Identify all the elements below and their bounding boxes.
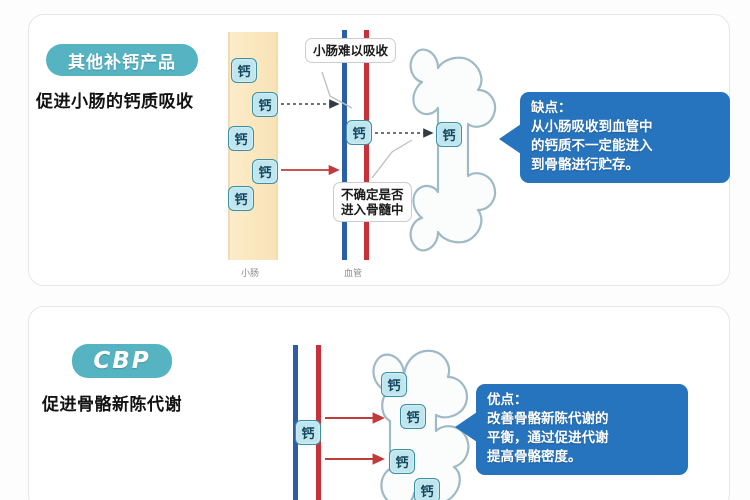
callout-advantage: 优点： 改善骨骼新陈代谢的 平衡，通过促进代谢 提高骨骼密度。 bbox=[476, 384, 688, 475]
calcium-chip-bone-top: 钙 bbox=[436, 122, 462, 147]
subtitle-other-products: 促进小肠的钙质吸收 bbox=[36, 92, 194, 112]
bone-illustration-top bbox=[404, 42, 514, 264]
label-small-intestine: 小肠 bbox=[241, 269, 260, 279]
calcium-chip-intestine-3: 钙 bbox=[228, 126, 254, 151]
callout-hard-to-absorb: 小肠难以吸收 bbox=[305, 38, 397, 63]
calcium-chip-bone-4: 钙 bbox=[414, 478, 440, 500]
callout-con-tail bbox=[499, 124, 521, 154]
callout-disadvantage: 缺点： 从小肠吸收到血管中 的钙质不一定能进入 到骨骼进行贮存。 bbox=[520, 92, 730, 183]
subtitle-cbp: 促进骨骼新陈代谢 bbox=[42, 395, 182, 415]
vessel-blue-top bbox=[342, 30, 347, 260]
callout-pro-tail bbox=[455, 412, 477, 442]
callout-uncertain-marrow: 不确定是否 进入骨髓中 bbox=[333, 182, 412, 222]
calcium-chip-vessel-bottom: 钙 bbox=[295, 420, 321, 445]
badge-other-products: 其他补钙产品 bbox=[46, 44, 198, 76]
calcium-chip-intestine-2: 钙 bbox=[252, 92, 278, 117]
calcium-chip-vessel-top: 钙 bbox=[346, 120, 372, 145]
calcium-chip-intestine-4: 钙 bbox=[252, 159, 278, 184]
calcium-chip-bone-2: 钙 bbox=[400, 404, 426, 429]
calcium-chip-intestine-1: 钙 bbox=[231, 58, 257, 83]
badge-cbp: CBP bbox=[72, 344, 172, 378]
calcium-chip-bone-1: 钙 bbox=[381, 372, 407, 397]
label-blood-vessel: 血管 bbox=[344, 269, 363, 279]
calcium-chip-intestine-5: 钙 bbox=[228, 186, 254, 211]
calcium-chip-bone-3: 钙 bbox=[389, 449, 415, 474]
vessel-red-top bbox=[364, 30, 369, 260]
